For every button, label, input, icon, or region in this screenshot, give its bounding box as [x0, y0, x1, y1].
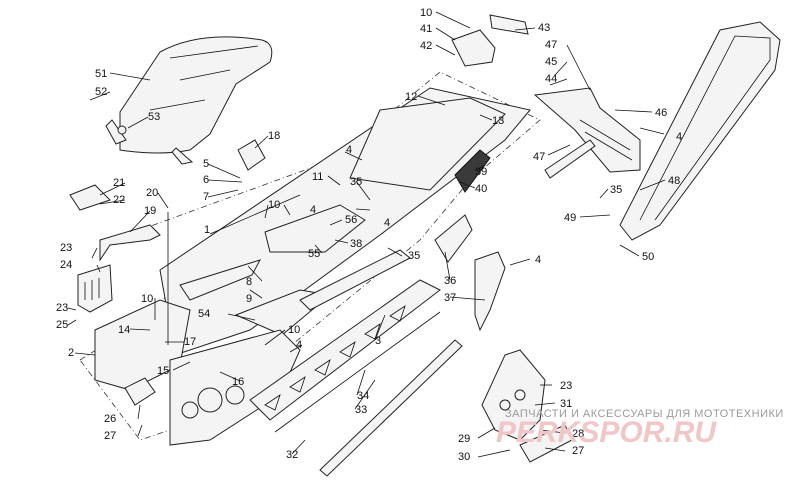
callout-32: 32	[286, 449, 298, 461]
callout-55: 55	[308, 248, 320, 260]
callout-53: 53	[148, 111, 160, 123]
callout-20: 20	[146, 187, 158, 199]
callout-46: 46	[655, 107, 667, 119]
front-brackets	[69, 184, 161, 313]
callout-9: 9	[246, 293, 252, 305]
watermark-caption: ЗАПЧАСТИ И АКСЕССУАРЫ ДЛЯ МОТОТЕХНИКИ	[505, 408, 784, 420]
callout-1: 1	[204, 224, 210, 236]
footrest	[481, 349, 573, 463]
bracket-36	[434, 214, 473, 263]
callout-47: 47	[533, 151, 545, 163]
callout-4: 4	[296, 339, 302, 351]
callout-8: 8	[246, 276, 252, 288]
callout-39: 39	[475, 166, 487, 178]
callout-52: 52	[95, 86, 107, 98]
rear-bumper	[619, 21, 781, 241]
callout-10: 10	[268, 199, 280, 211]
callout-24: 24	[60, 259, 72, 271]
callout-27: 27	[572, 445, 584, 457]
callout-44: 44	[545, 73, 557, 85]
callout-33: 33	[355, 404, 367, 416]
callout-19: 19	[144, 205, 156, 217]
callout-35: 35	[408, 250, 420, 262]
snowflap	[533, 87, 641, 179]
callout-4: 4	[535, 254, 541, 266]
callout-31: 31	[560, 398, 572, 410]
callout-10: 10	[420, 7, 432, 19]
callout-16: 16	[232, 376, 244, 388]
callout-14: 14	[118, 324, 130, 336]
callout-4: 4	[346, 144, 352, 156]
callout-45: 45	[545, 56, 557, 68]
callout-22: 22	[113, 194, 125, 206]
callout-4: 4	[310, 204, 316, 216]
callout-10: 10	[141, 293, 153, 305]
rear-light-bracket	[451, 14, 529, 67]
watermark: PERKSPOR.RU ЗАПЧАСТИ И АКСЕССУАРЫ ДЛЯ МО…	[496, 408, 784, 449]
callout-36: 36	[444, 275, 456, 287]
callout-49: 49	[564, 212, 576, 224]
callout-7: 7	[203, 191, 209, 203]
callout-56: 56	[345, 214, 357, 226]
pad-26	[124, 377, 156, 406]
callout-4: 4	[384, 217, 390, 229]
callout-17: 17	[184, 336, 196, 348]
callout-15: 15	[157, 365, 169, 377]
callout-26: 26	[104, 413, 116, 425]
bracket-37	[474, 251, 506, 332]
callout-23: 23	[60, 242, 72, 254]
callout-47: 47	[545, 39, 557, 51]
parts-drawing	[69, 14, 781, 477]
callout-21: 21	[113, 177, 125, 189]
cover-18	[237, 139, 266, 171]
callout-37: 37	[444, 292, 456, 304]
watermark-logo: PERKSPOR.RU	[496, 416, 717, 449]
side-panel	[94, 299, 301, 446]
callout-5: 5	[203, 158, 209, 170]
callout-13: 13	[492, 115, 504, 127]
callout-30: 30	[458, 451, 470, 463]
rod	[319, 339, 463, 477]
seat	[105, 36, 273, 165]
callout-43: 43	[538, 22, 550, 34]
callout-35: 35	[610, 184, 622, 196]
callout-18: 18	[268, 130, 280, 142]
callout-35: 35	[350, 176, 362, 188]
callout-29: 29	[458, 433, 470, 445]
rail	[249, 249, 441, 421]
callout-54: 54	[198, 308, 210, 320]
callout-11: 11	[312, 171, 323, 183]
callout-2: 2	[68, 347, 74, 359]
callout-40: 40	[475, 183, 487, 195]
callout-50: 50	[642, 251, 654, 263]
callout-42: 42	[420, 40, 432, 52]
callout-25: 25	[56, 319, 68, 331]
callout-34: 34	[357, 390, 369, 402]
leader-lines	[67, 11, 666, 458]
callout-27: 27	[104, 430, 116, 442]
callout-10: 10	[288, 324, 300, 336]
callouts: 1 2 3 4 4 4 4 4 4 5 6 7 8 9 10 10 10 10 …	[56, 7, 682, 463]
callout-23: 23	[56, 302, 68, 314]
callout-23: 23	[560, 380, 572, 392]
callout-48: 48	[668, 175, 680, 187]
callout-51: 51	[95, 68, 107, 80]
callout-38: 38	[350, 238, 362, 250]
knob-53	[117, 125, 127, 135]
callout-3: 3	[375, 335, 381, 347]
callout-28: 28	[572, 428, 584, 440]
callout-4: 4	[676, 131, 682, 143]
tunnel	[159, 87, 531, 356]
callout-6: 6	[203, 174, 209, 186]
callout-41: 41	[420, 23, 432, 35]
callout-12: 12	[405, 91, 417, 103]
